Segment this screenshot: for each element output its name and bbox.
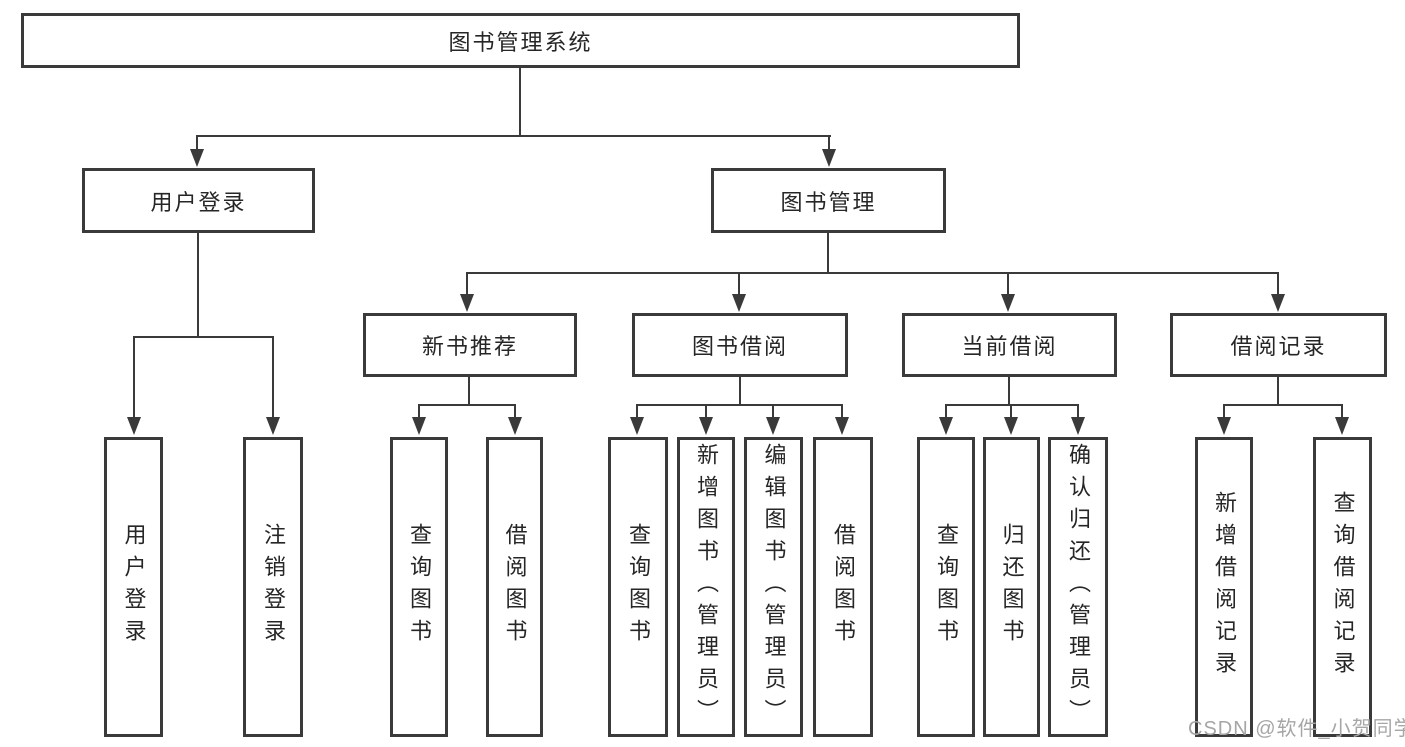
connector-group4-stem — [1277, 377, 1279, 406]
leaf-return-books: 归还图书 — [983, 437, 1040, 737]
connector-drop — [196, 135, 198, 151]
arrowhead-down-icon — [1001, 294, 1015, 312]
leaf-borrow-books: 借阅图书 — [813, 437, 873, 737]
node-label: 借阅记录 — [1230, 334, 1327, 359]
arrowhead-down-icon — [412, 417, 426, 435]
connector-level3-hline — [466, 272, 1279, 274]
connector-drop — [1007, 272, 1009, 296]
connector-drop — [945, 404, 947, 419]
arrowhead-down-icon — [766, 417, 780, 435]
connector-level2-hline — [196, 135, 831, 137]
connector-drop — [272, 336, 274, 418]
leaf-query-borrow-record: 查询借阅记录 — [1313, 437, 1372, 737]
node-current-borrow: 当前借阅 — [902, 313, 1117, 377]
node-label: 图书管理 — [780, 189, 877, 215]
arrowhead-down-icon — [508, 417, 522, 435]
node-label: 图书管理系统 — [448, 29, 593, 55]
node-new-book-recommend: 新书推荐 — [363, 313, 577, 377]
node-label: 用户登录 — [121, 523, 147, 651]
arrowhead-down-icon — [1271, 294, 1285, 312]
arrowhead-down-icon — [190, 149, 204, 167]
arrowhead-down-icon — [266, 417, 280, 435]
node-label: 注销登录 — [261, 523, 286, 651]
leaf-query-books-recommend: 查询图书 — [390, 437, 448, 737]
arrowhead-down-icon — [939, 417, 953, 435]
connector-drop — [1277, 272, 1279, 296]
leaf-query-books-borrow: 查询图书 — [608, 437, 668, 737]
connector-drop — [1010, 404, 1012, 419]
node-book-management: 图书管理 — [711, 168, 946, 233]
connector-drop — [828, 135, 830, 151]
leaf-borrow-books-recommend: 借阅图书 — [486, 437, 543, 737]
connector-bookmgmt-stem — [827, 233, 829, 274]
connector-group4-hline — [1223, 404, 1343, 406]
connector-drop — [1223, 404, 1225, 419]
node-label: 新增图书（管理员） — [694, 443, 719, 731]
connector-group3-stem — [1008, 377, 1010, 406]
connector-drop — [514, 404, 516, 419]
connector-userlogin-stem — [197, 233, 199, 338]
node-book-borrow: 图书借阅 — [632, 313, 848, 377]
node-label: 查询图书 — [407, 523, 432, 651]
leaf-logout: 注销登录 — [243, 437, 303, 737]
connector-userlogin-hline — [133, 336, 274, 338]
arrowhead-down-icon — [127, 417, 141, 435]
arrowhead-down-icon — [822, 149, 836, 167]
connector-drop — [133, 336, 135, 418]
node-user-login: 用户登录 — [82, 168, 315, 233]
csdn-watermark: CSDN @软件_小贺同学 — [1188, 718, 1405, 740]
connector-drop — [466, 272, 468, 296]
node-label: 确认归还（管理员） — [1066, 443, 1091, 731]
arrowhead-down-icon — [732, 294, 746, 312]
connector-group1-hline — [418, 404, 516, 406]
connector-drop — [738, 272, 740, 296]
node-label: 借阅图书 — [831, 523, 856, 651]
leaf-add-books-admin: 新增图书（管理员） — [677, 437, 735, 737]
connector-drop — [772, 404, 774, 419]
arrowhead-down-icon — [1071, 417, 1085, 435]
node-label: 图书借阅 — [691, 334, 788, 359]
arrowhead-down-icon — [1004, 417, 1018, 435]
node-label: 当前借阅 — [961, 334, 1058, 359]
connector-drop — [1077, 404, 1079, 419]
connector-group3-hline — [945, 404, 1079, 406]
arrowhead-down-icon — [1217, 417, 1231, 435]
connector-drop — [636, 404, 638, 419]
node-label: 新增借阅记录 — [1212, 491, 1237, 683]
leaf-add-borrow-record: 新增借阅记录 — [1195, 437, 1253, 737]
connector-group2-hline — [636, 404, 843, 406]
connector-root-stem — [519, 67, 521, 137]
node-label: 编辑图书（管理员） — [761, 443, 787, 731]
leaf-confirm-return-admin: 确认归还（管理员） — [1048, 437, 1108, 737]
connector-drop — [418, 404, 420, 419]
node-label: 借阅图书 — [502, 523, 528, 651]
arrowhead-down-icon — [460, 294, 474, 312]
node-label: 查询图书 — [934, 523, 959, 651]
node-borrow-records: 借阅记录 — [1170, 313, 1387, 377]
leaf-query-books-current: 查询图书 — [917, 437, 975, 737]
connector-drop — [705, 404, 707, 419]
leaf-user-login: 用户登录 — [104, 437, 163, 737]
arrowhead-down-icon — [699, 417, 713, 435]
arrowhead-down-icon — [630, 417, 644, 435]
connector-drop — [1341, 404, 1343, 419]
connector-drop — [841, 404, 843, 419]
node-label: 查询借阅记录 — [1330, 491, 1356, 683]
arrowhead-down-icon — [1335, 417, 1349, 435]
leaf-edit-books-admin: 编辑图书（管理员） — [744, 437, 803, 737]
node-root-library-system: 图书管理系统 — [21, 13, 1020, 68]
connector-group1-stem — [468, 377, 470, 406]
connector-group2-stem — [739, 377, 741, 406]
node-label: 查询图书 — [626, 523, 651, 651]
node-label: 归还图书 — [999, 523, 1025, 651]
node-label: 新书推荐 — [421, 334, 518, 359]
arrowhead-down-icon — [835, 417, 849, 435]
node-label: 用户登录 — [150, 189, 247, 215]
